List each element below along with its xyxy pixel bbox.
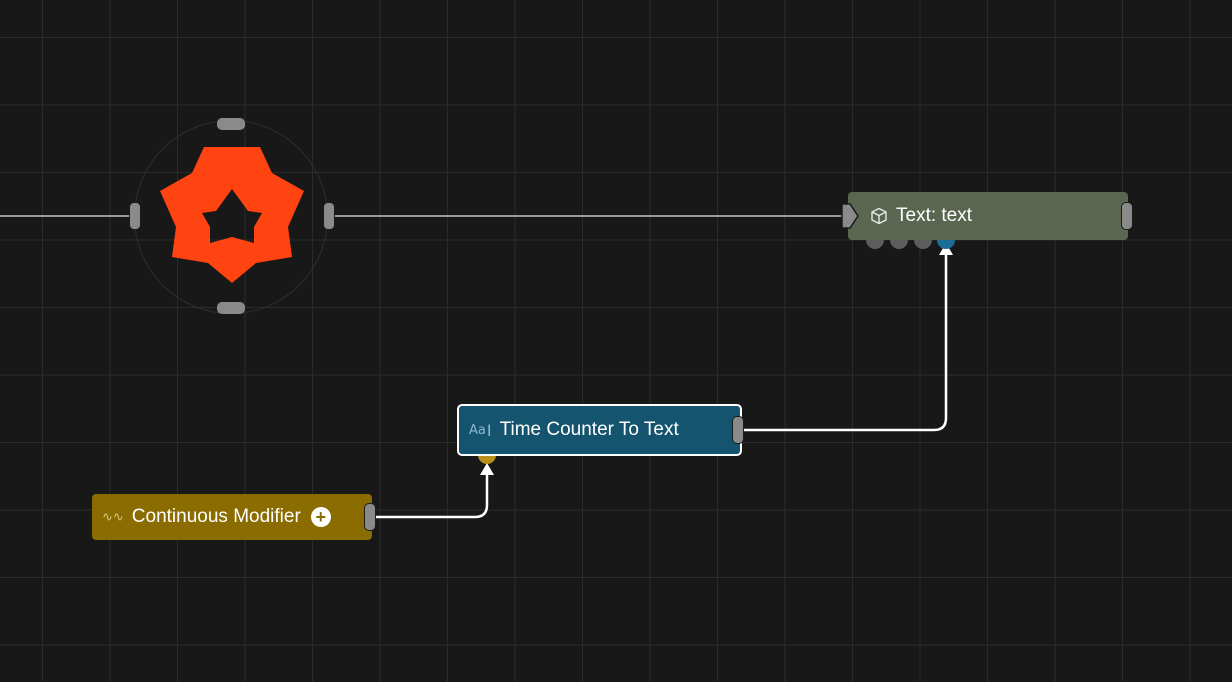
text-node-output-port[interactable] [1121,202,1133,230]
add-modifier-button[interactable]: + [310,507,331,527]
gem-bottom-port[interactable] [217,302,245,314]
text-node-input-port[interactable] [840,202,860,230]
gem-right-port[interactable] [323,202,335,230]
text-node[interactable]: Text: text [848,192,1128,240]
gem-node[interactable] [158,145,306,285]
continuous-modifier-title: Continuous Modifier [131,506,301,527]
cube-icon [870,207,888,225]
text-node-title: Text: text [896,205,973,226]
time-counter-title: Time Counter To Text [499,419,679,440]
modifier-output-port[interactable] [364,503,376,531]
gem-top-port[interactable] [217,118,245,130]
wave-icon: ∿∿ [102,509,124,525]
continuous-modifier-node[interactable]: ∿∿ Continuous Modifier + [92,494,372,540]
gem-logo-icon [160,147,304,283]
timecounter-output-port[interactable] [732,416,744,444]
gem-left-port[interactable] [129,202,141,230]
